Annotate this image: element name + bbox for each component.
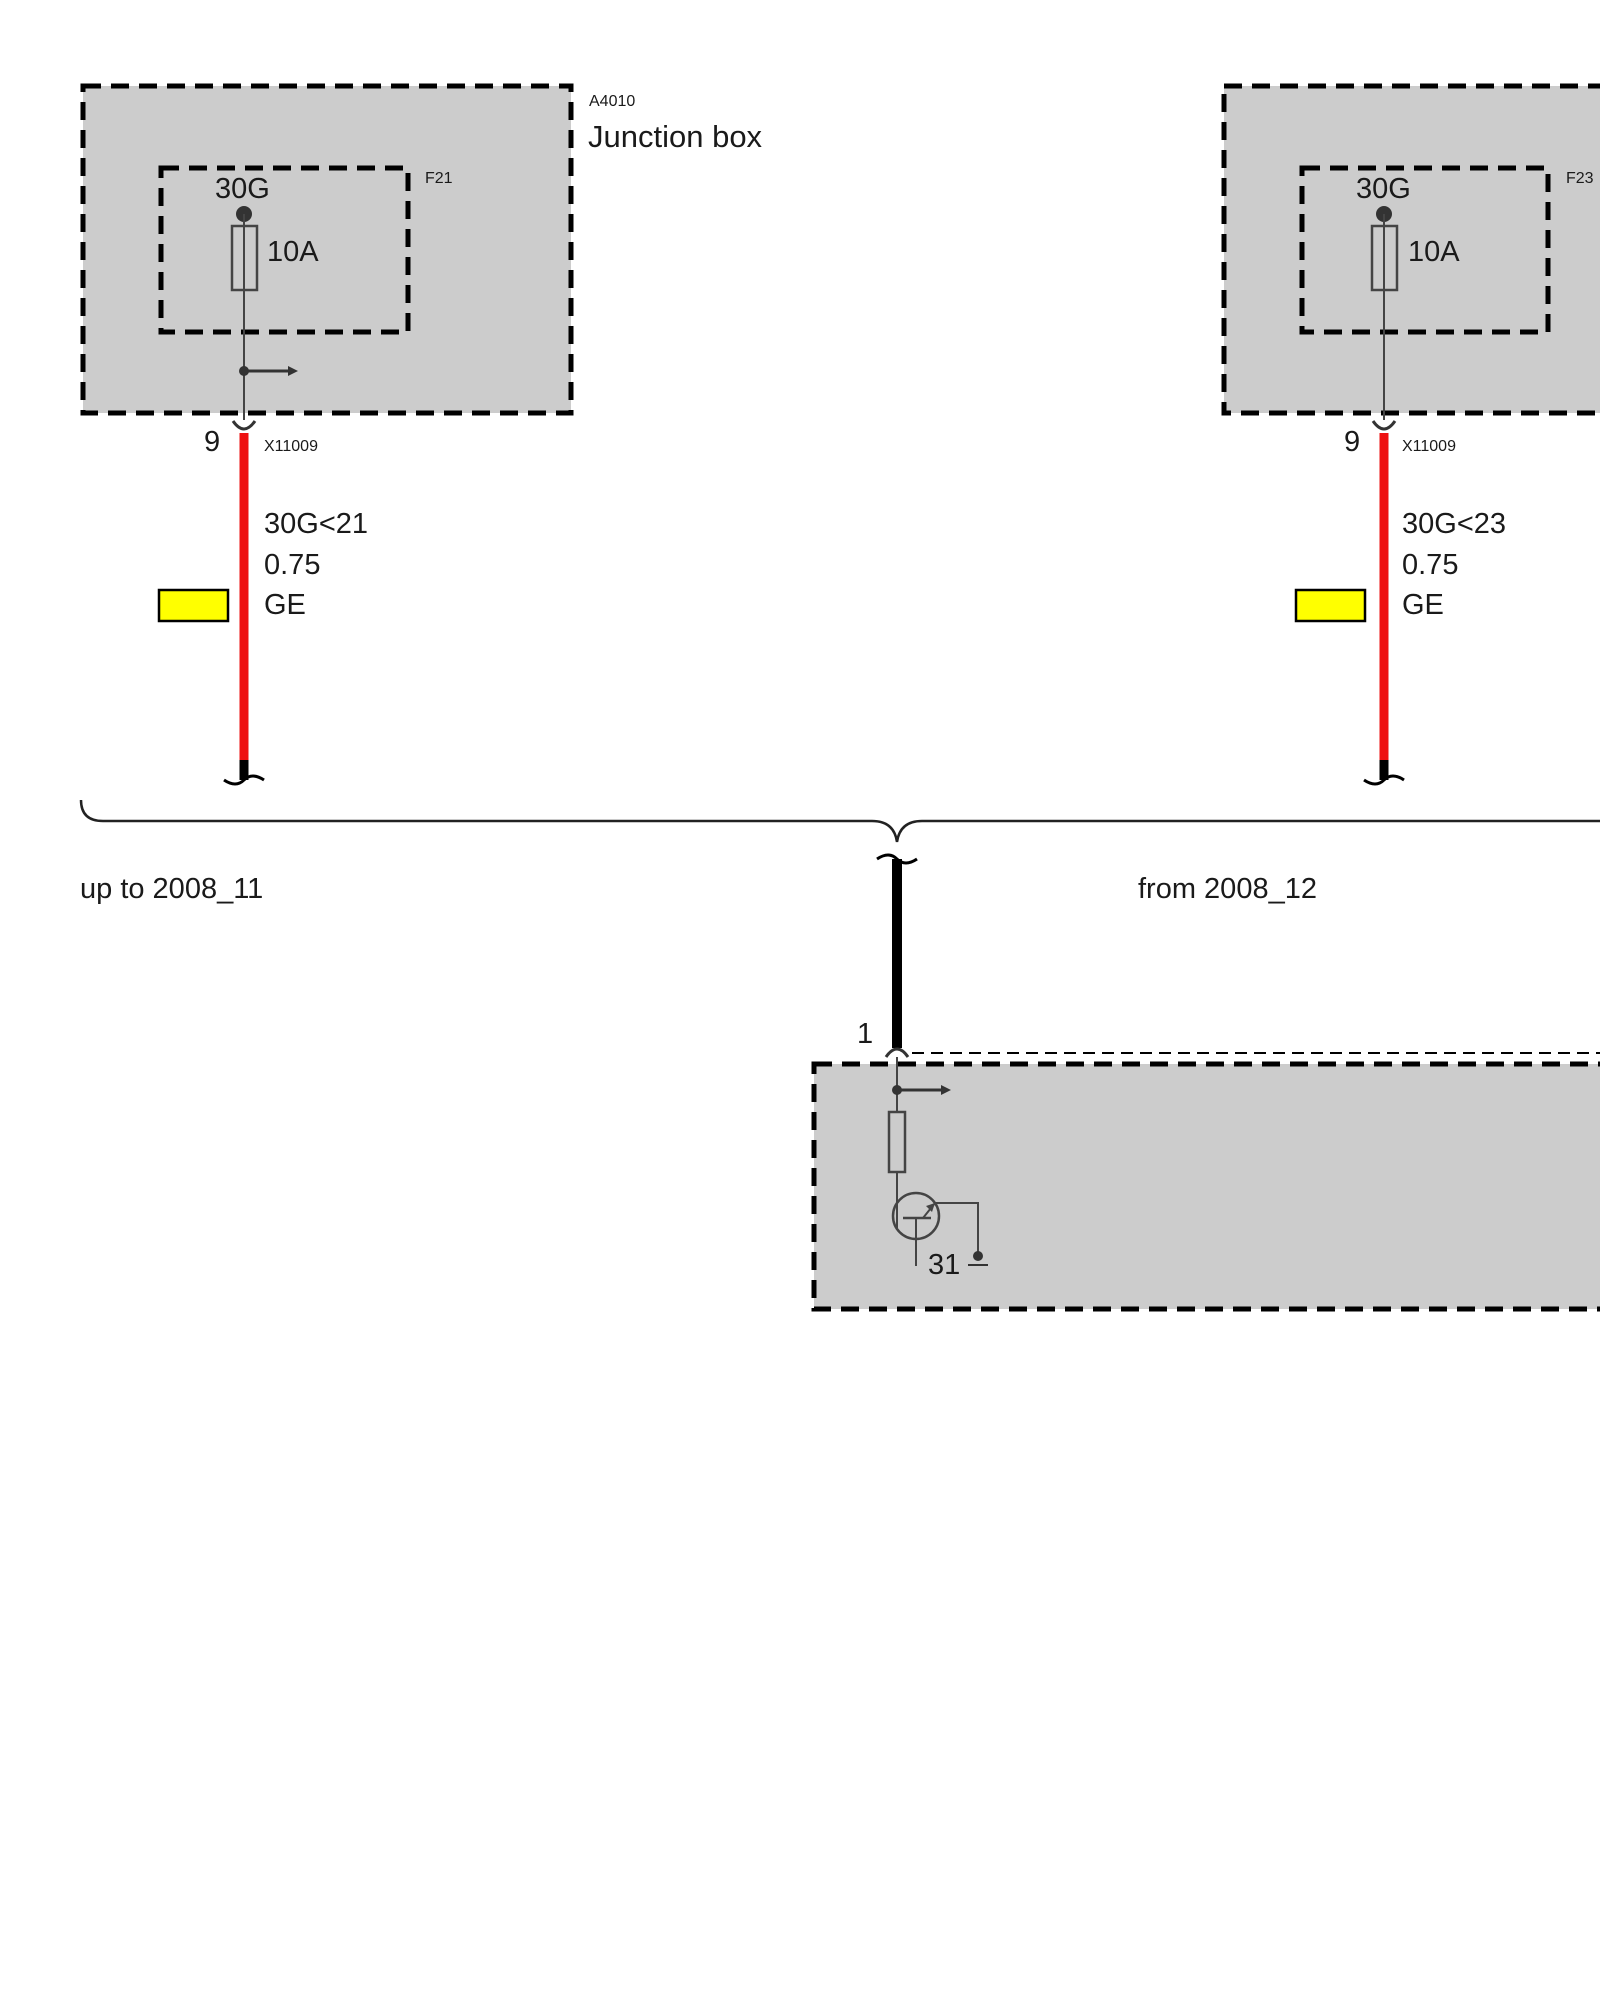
right-wire-label-color: GE: [1402, 589, 1444, 621]
right-fuse-id: F23: [1566, 170, 1594, 187]
right-terminal-label: 30G: [1356, 173, 1411, 205]
transistor-symbol: [891, 1191, 979, 1266]
right-connector-pin: [1371, 420, 1397, 431]
ground-terminal-label: 31: [928, 1249, 960, 1281]
left-wire-break-mark: [223, 774, 265, 786]
left-connector-pin: [231, 420, 257, 431]
right-junction-box-outline: [1221, 83, 1600, 416]
ground-symbol: [968, 1251, 988, 1266]
variant-label-left: up to 2008_11: [80, 873, 263, 905]
right-pin-number: 9: [1344, 426, 1360, 458]
left-fuse-compartment: [158, 165, 411, 335]
right-fuse-rating: 10A: [1408, 236, 1460, 268]
variant-brace: [79, 799, 1600, 843]
left-wire-label-gauge: 0.75: [264, 549, 320, 581]
left-component-name: Junction box: [588, 119, 763, 154]
bottom-control-unit-outline: [811, 1061, 1600, 1312]
center-wire: [876, 853, 918, 1048]
left-fuse-rating: 10A: [267, 236, 319, 268]
right-wire: [1363, 433, 1405, 786]
left-component-id: A4010: [589, 93, 635, 110]
left-wire-color-swatch: [157, 588, 230, 623]
left-connector-id: X11009: [264, 438, 318, 455]
left-fuse-id: F21: [425, 170, 453, 187]
bottom-connector-pin: [884, 1047, 910, 1058]
right-wire-color-swatch: [1294, 588, 1367, 623]
left-wire: [223, 433, 265, 786]
left-terminal-label: 30G: [215, 173, 270, 205]
left-wire-label-color: GE: [264, 589, 306, 621]
left-junction-box-outline: [80, 83, 574, 416]
left-wire-label-circuit: 30G<21: [264, 508, 368, 540]
bottom-control-unit: [811, 1047, 1600, 1312]
bottom-pin-number: 1: [857, 1018, 873, 1050]
right-wire-break-mark: [1363, 774, 1405, 786]
right-junction-box: [1221, 83, 1600, 431]
left-junction-box: [80, 83, 574, 431]
right-wire-label-circuit: 30G<23: [1402, 508, 1506, 540]
right-wire-label-gauge: 0.75: [1402, 549, 1458, 581]
right-fuse-compartment: [1299, 165, 1551, 335]
right-connector-id: X11009: [1402, 438, 1456, 455]
left-pin-number: 9: [204, 426, 220, 458]
variant-label-right: from 2008_12: [1138, 873, 1317, 905]
